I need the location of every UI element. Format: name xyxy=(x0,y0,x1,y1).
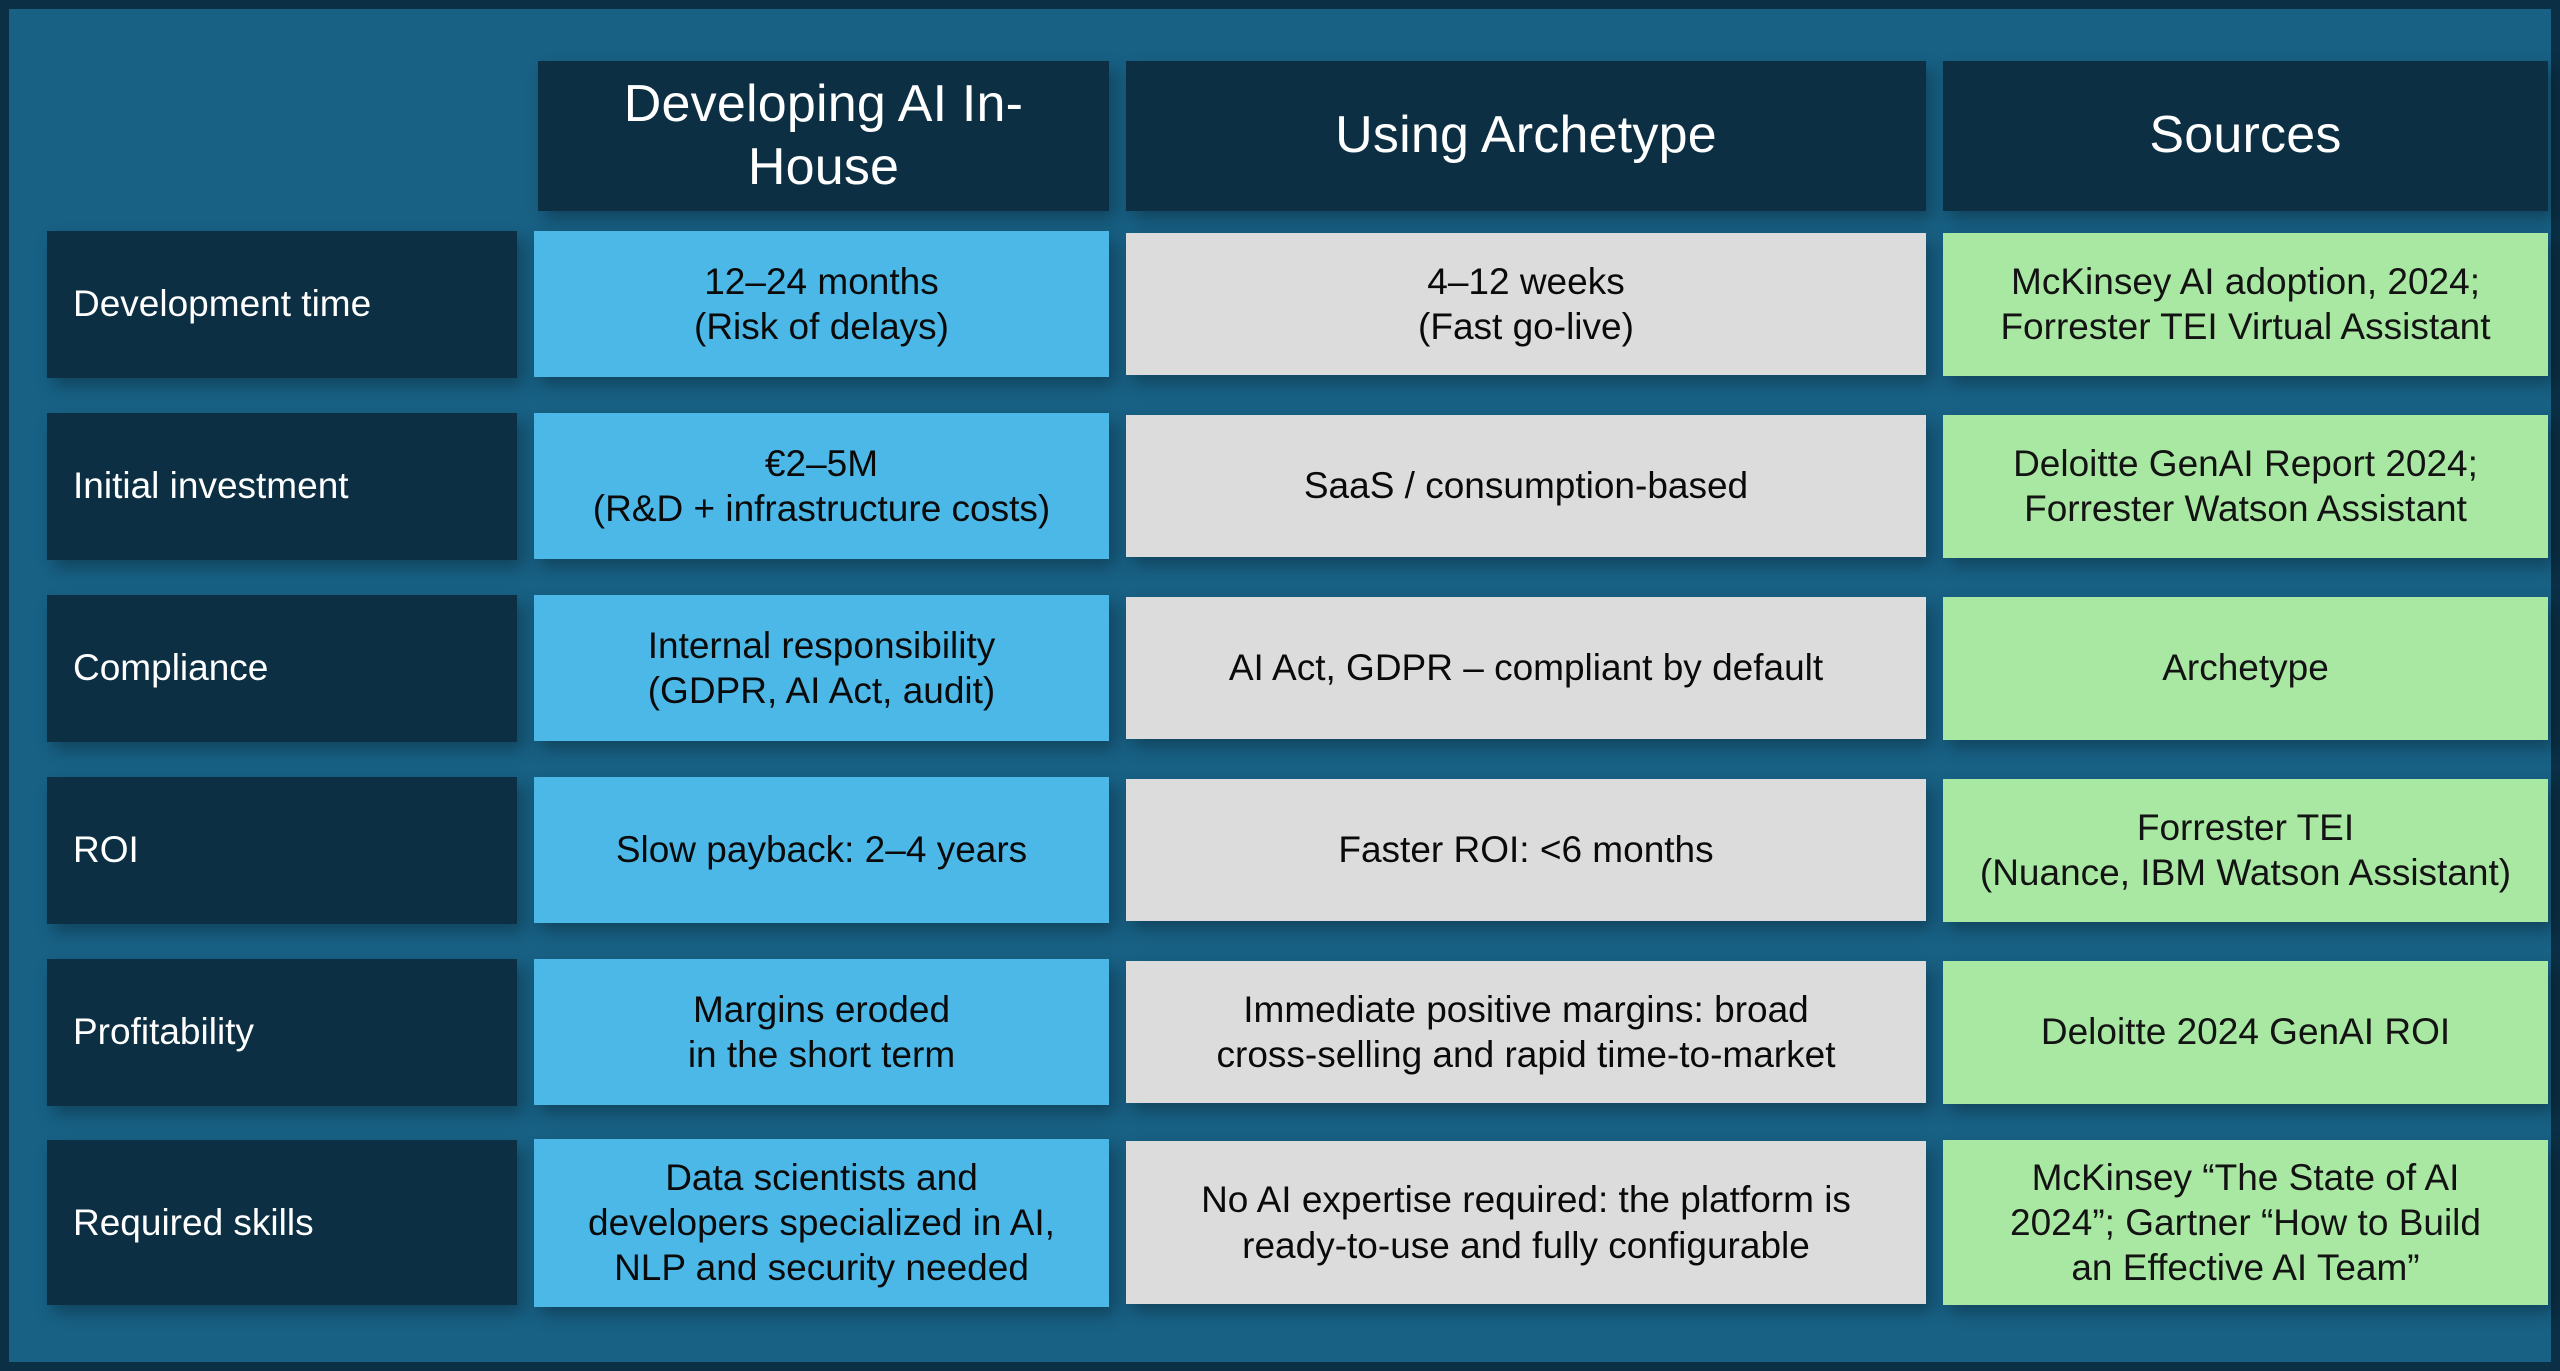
cell-archetype: 4–12 weeks (Fast go-live) xyxy=(1126,233,1926,375)
cell-sources: Deloitte GenAI Report 2024; Forrester Wa… xyxy=(1943,414,2548,558)
cell-in-house: 12–24 months (Risk of delays) xyxy=(534,231,1109,377)
cell-in-house: Data scientists and developers specializ… xyxy=(534,1138,1109,1307)
comparison-table: Developing AI In-House Using Archetype S… xyxy=(47,61,2548,1333)
row-criterion-label: Required skills xyxy=(73,1201,314,1243)
cell-sources-text: Archetype xyxy=(2162,647,2329,689)
column-header-sources: Sources xyxy=(1943,61,2548,211)
cell-in-house-text: Margins eroded in the short term xyxy=(687,988,956,1075)
row-criterion-label: Profitability xyxy=(73,1011,254,1053)
cell-archetype-text: SaaS / consumption-based xyxy=(1303,465,1749,507)
table-row: ROI xyxy=(47,776,517,924)
column-header-in-house: Developing AI In-House xyxy=(538,61,1109,211)
cell-in-house-text: Data scientists and developers specializ… xyxy=(588,1156,1055,1289)
table-row: Profitability xyxy=(47,958,517,1106)
column-header-archetype: Using Archetype xyxy=(1126,61,1926,211)
row-criterion-label: Development time xyxy=(73,283,372,325)
cell-archetype: SaaS / consumption-based xyxy=(1126,415,1926,557)
row-criterion-label: ROI xyxy=(73,829,139,871)
cell-archetype-text: Immediate positive margins: broad cross-… xyxy=(1216,988,1836,1075)
cell-archetype: No AI expertise required: the platform i… xyxy=(1126,1141,1926,1304)
cell-sources-text: McKinsey AI adoption, 2024; Forrester TE… xyxy=(2000,260,2491,347)
column-header-archetype-label: Using Archetype xyxy=(1335,106,1717,165)
table-row: Development time xyxy=(47,230,517,378)
column-header-in-house-label: Developing AI In-House xyxy=(623,74,1024,196)
column-header-sources-label: Sources xyxy=(2149,106,2342,165)
cell-archetype: Immediate positive margins: broad cross-… xyxy=(1126,961,1926,1103)
cell-sources-text: Forrester TEI (Nuance, IBM Watson Assist… xyxy=(1979,806,2512,893)
cell-archetype-text: No AI expertise required: the platform i… xyxy=(1201,1179,1851,1266)
cell-in-house-text: Internal responsibility (GDPR, AI Act, a… xyxy=(647,624,996,711)
cell-in-house: Margins eroded in the short term xyxy=(534,959,1109,1105)
row-criterion-label: Initial investment xyxy=(73,465,349,507)
cell-sources-text: Deloitte 2024 GenAI ROI xyxy=(2040,1011,2451,1053)
cell-sources: Deloitte 2024 GenAI ROI xyxy=(1943,960,2548,1104)
cell-sources: Archetype xyxy=(1943,596,2548,740)
cell-in-house: Slow payback: 2–4 years xyxy=(534,777,1109,923)
row-criterion-label: Compliance xyxy=(73,647,269,689)
cell-archetype-text: AI Act, GDPR – compliant by default xyxy=(1228,647,1824,689)
cell-in-house-text: 12–24 months (Risk of delays) xyxy=(694,260,949,347)
cell-archetype-text: Faster ROI: <6 months xyxy=(1338,829,1714,871)
cell-in-house-text: Slow payback: 2–4 years xyxy=(615,829,1028,871)
table-row: Compliance xyxy=(47,594,517,742)
cell-sources-text: Deloitte GenAI Report 2024; Forrester Wa… xyxy=(2013,442,2478,529)
cell-sources-text: McKinsey “The State of AI 2024”; Gartner… xyxy=(2010,1156,2481,1289)
table-row: Initial investment xyxy=(47,412,517,560)
cell-archetype: Faster ROI: <6 months xyxy=(1126,779,1926,921)
table-row: Required skills xyxy=(47,1140,517,1305)
cell-sources: McKinsey AI adoption, 2024; Forrester TE… xyxy=(1943,232,2548,376)
cell-in-house: Internal responsibility (GDPR, AI Act, a… xyxy=(534,595,1109,741)
cell-sources: McKinsey “The State of AI 2024”; Gartner… xyxy=(1943,1140,2548,1305)
cell-archetype: AI Act, GDPR – compliant by default xyxy=(1126,597,1926,739)
cell-archetype-text: 4–12 weeks (Fast go-live) xyxy=(1418,260,1634,347)
table-corner-blank xyxy=(47,61,517,211)
cell-in-house-text: €2–5M (R&D + infrastructure costs) xyxy=(592,442,1051,529)
cell-in-house: €2–5M (R&D + infrastructure costs) xyxy=(534,413,1109,559)
cell-sources: Forrester TEI (Nuance, IBM Watson Assist… xyxy=(1943,778,2548,922)
